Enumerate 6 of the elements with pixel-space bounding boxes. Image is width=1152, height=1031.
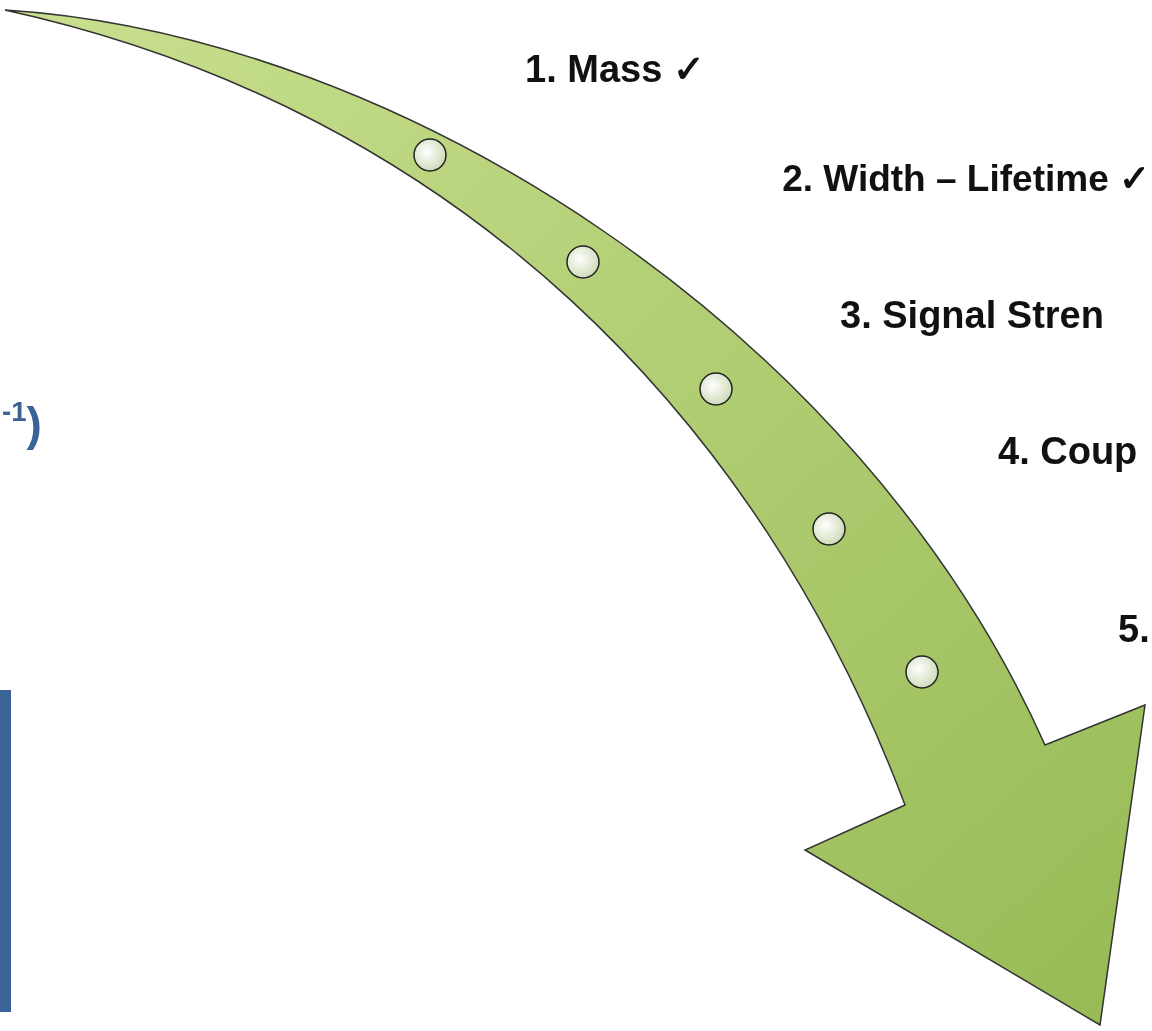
- list-item: 2. Width – Lifetime ✓: [782, 160, 1150, 197]
- list-item: 4. Coup: [998, 432, 1138, 470]
- list-item: 3. Signal Stren: [840, 296, 1104, 334]
- list-item: 5.: [1118, 610, 1150, 648]
- list-item: 1. Mass ✓: [525, 50, 705, 88]
- list-item: $^{-1}$): [2, 398, 42, 448]
